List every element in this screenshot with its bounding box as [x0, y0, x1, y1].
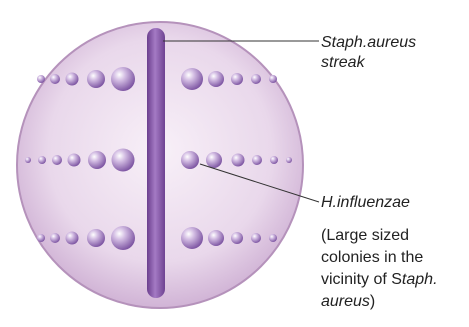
note-line3-text: vicinity of S: [321, 271, 402, 288]
colony: [68, 154, 81, 167]
colony: [231, 73, 243, 85]
colony: [87, 70, 105, 88]
note-line2: colonies in the: [321, 247, 438, 269]
staph-label-line2: streak: [321, 53, 416, 73]
colony: [50, 233, 60, 243]
colony: [88, 151, 106, 169]
colony: [181, 68, 203, 90]
colony: [208, 230, 224, 246]
staph-aureus-streak-label: Staph.aureus streak: [321, 33, 416, 73]
note-line1: (Large sized: [321, 225, 438, 247]
colony: [38, 156, 46, 164]
colony: [286, 157, 292, 163]
colony: [251, 74, 261, 84]
colony: [37, 75, 45, 83]
colony: [251, 233, 261, 243]
colony: [208, 71, 224, 87]
colony: [66, 232, 79, 245]
colony: [270, 156, 278, 164]
colony: [269, 75, 277, 83]
colony: [181, 227, 203, 249]
colony: [87, 229, 105, 247]
colony: [25, 157, 31, 163]
staph-aureus-streak: [147, 28, 165, 298]
colony: [37, 234, 45, 242]
colony: [269, 234, 277, 242]
note-line4: aureus): [321, 291, 438, 313]
colony: [112, 149, 135, 172]
staph-label-line1: Staph.aureus: [321, 33, 416, 53]
colony: [111, 67, 135, 91]
hinfluenzae-label: H.influenzae: [321, 193, 410, 213]
colony: [231, 232, 243, 244]
colony: [66, 73, 79, 86]
note-line4-text: ): [370, 293, 375, 310]
satellite-colonies-note: (Large sized colonies in the vicinity of…: [321, 225, 438, 313]
note-line4-italic: aureus: [321, 293, 370, 310]
colony: [232, 154, 245, 167]
colony: [252, 155, 262, 165]
colony: [52, 155, 62, 165]
note-line3-italic: taph.: [402, 271, 438, 288]
colony: [50, 74, 60, 84]
note-line3: vicinity of Staph.: [321, 269, 438, 291]
colony: [181, 151, 199, 169]
colony: [206, 152, 222, 168]
colony: [111, 226, 135, 250]
